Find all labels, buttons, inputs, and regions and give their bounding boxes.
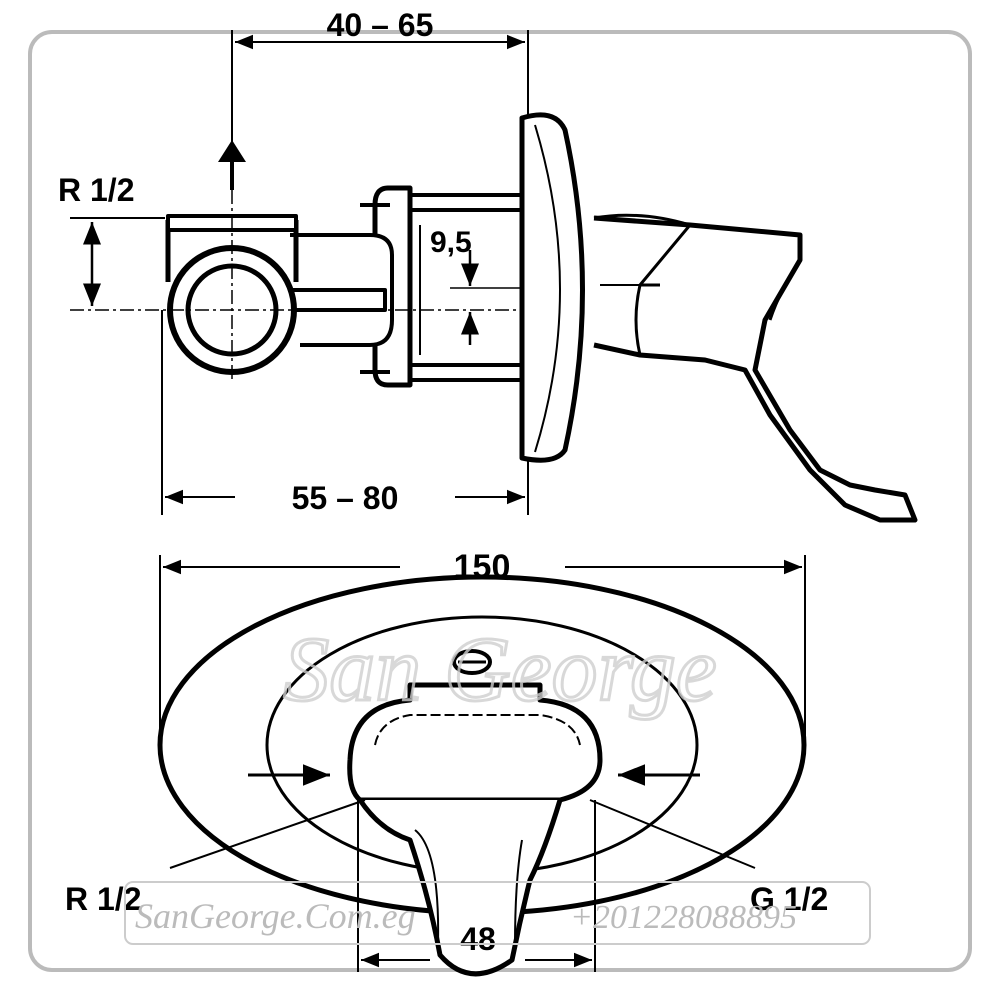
front-view [157,555,807,977]
dim-left-thread-label: R 1/2 [65,881,141,917]
watermark-banner [124,881,871,945]
dim-width-label: 150 [454,548,511,586]
watermark-brand: San George [283,618,717,720]
watermark-website: SanGeorge.Com.eg [135,896,416,936]
dim-line-inlet [70,217,165,306]
dim-top-label: 40 – 65 [327,7,434,43]
dim-center-label: 9,5 [430,226,472,259]
flow-direction-arrow [218,140,246,190]
dim-handle-label: 48 [460,921,496,957]
dim-inlet-label: R 1/2 [58,172,134,208]
dim-right-thread-label: G 1/2 [750,881,828,917]
dim-bottom-label: 55 – 80 [292,480,399,516]
watermark-phone: +201228088895 [570,899,797,936]
side-view-centerlines [70,140,520,380]
side-view [161,30,918,523]
